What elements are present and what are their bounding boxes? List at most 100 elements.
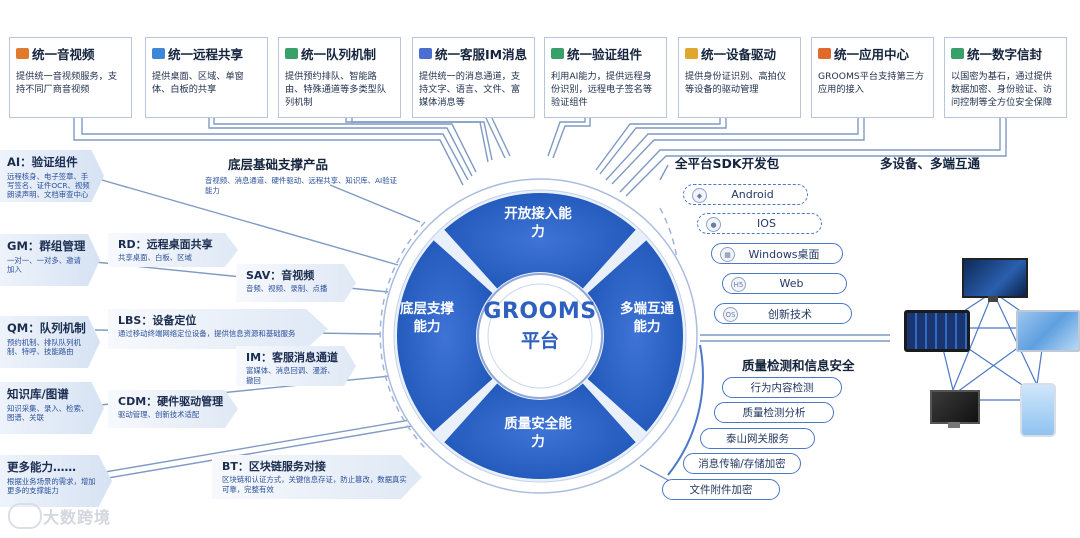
mid-capability-desc: 共享桌面、白板、区域 (118, 253, 192, 262)
mid-capability-title: BT：区块链服务对接 (222, 460, 326, 473)
top-card-title-row: 统一应用中心 (818, 44, 909, 63)
mid-capability-badge: IM：客服消息通道富媒体、消息回调、漫游、撤回 (236, 346, 356, 386)
left-capability-title: 更多能力…… (7, 460, 76, 474)
monitor-device (962, 258, 1028, 298)
top-card: 统一远程共享提供桌面、区域、单窗体、白板的共享 (145, 37, 268, 118)
mid-capability-desc: 富媒体、消息回调、漫游、撤回 (246, 366, 335, 385)
left-capability-desc: 根据业务场景的需求，增加更多的支撑能力 (7, 477, 96, 495)
top-card-desc: 提供预约排队、智能路由、特殊通道等多类型队列机制 (285, 71, 387, 108)
left-capability-badge: GM：群组管理一对一、一对多、邀请加入 (0, 234, 100, 286)
top-card-desc: 提供身份证识别、高拍仪等设备的驱动管理 (685, 71, 787, 95)
quality-title: 质量检测和信息安全 (742, 358, 855, 373)
screen-share-icon (152, 48, 165, 59)
quad-bottom-label: 质量安全能力 (504, 416, 572, 450)
sdk-pill-label: Windows桌面 (748, 247, 820, 261)
left-section-title: 底层基础支撑产品 (228, 157, 329, 172)
quad-top-label: 开放接入能力 (504, 206, 572, 240)
left-capability-title: AI：验证组件 (7, 155, 78, 169)
tablet-device (904, 310, 970, 352)
mid-capability-title: LBS：设备定位 (118, 314, 197, 327)
android-icon: ◆ (692, 188, 707, 203)
top-card-desc: 提供统一的消息通道，支持文字、语言、文件、富媒体消息等 (419, 71, 521, 108)
top-card-title: 统一应用中心 (834, 47, 910, 62)
left-capability-title: GM：群组管理 (7, 239, 86, 253)
mid-capability-badge: RD：远程桌面共享共享桌面、白板、区域 (108, 233, 238, 267)
sdk-pill: OS 创新技术 (714, 303, 852, 324)
sdk-title: 全平台SDK开发包 (675, 156, 780, 171)
top-card-title-row: 统一队列机制 (285, 44, 376, 63)
top-card-title: 统一队列机制 (301, 47, 377, 62)
mid-capability-title: CDM：硬件驱动管理 (118, 395, 224, 408)
left-capability-badge: 更多能力…… 根据业务场景的需求，增加更多的支撑能力 (0, 455, 112, 507)
video-icon (16, 48, 29, 59)
apple-icon: ● (706, 217, 721, 232)
sdk-pill: ◆ Android (683, 184, 808, 205)
top-card-desc: 提供桌面、区域、单窗体、白板的共享 (152, 71, 244, 95)
watermark-logo-icon (8, 503, 42, 529)
top-card-title-row: 统一音视频 (16, 44, 95, 63)
top-card-title-row: 统一远程共享 (152, 44, 243, 63)
top-card-desc: 以国密为基石，通过提供数据加密、身份验证、访问控制等全方位安全保障 (951, 71, 1053, 108)
mid-capability-badge: BT：区块链服务对接区块链和认证方式，关键信息存证，防止篡改，数据真实可靠，完整… (212, 455, 422, 499)
kiosk-device (930, 390, 980, 424)
sdk-pill-label: IOS (757, 217, 776, 230)
kiosk-stand (948, 422, 960, 428)
top-card-title-row: 统一验证组件 (551, 44, 642, 63)
left-capability-badge: 知识库/图谱知识采集、录入、检索、图谱、关联 (0, 382, 104, 434)
top-card-title: 统一数字信封 (967, 47, 1043, 62)
left-capability-title: QM：队列机制 (7, 321, 86, 335)
top-card: 统一队列机制提供预约排队、智能路由、特殊通道等多类型队列机制 (278, 37, 401, 118)
html5-icon: H5 (731, 277, 746, 292)
top-card-title-row: 统一数字信封 (951, 44, 1042, 63)
quad-right-segment (587, 240, 683, 432)
top-card-title: 统一验证组件 (567, 47, 643, 62)
quad-right-label: 多端互通能力 (620, 301, 674, 335)
envelope-icon (951, 48, 964, 59)
top-card-desc: GROOMS平台支持第三方应用的接入 (818, 71, 925, 95)
top-card-title: 统一设备驱动 (701, 47, 777, 62)
app-center-icon (818, 48, 831, 59)
quality-pill: 文件附件加密 (662, 479, 780, 500)
top-card-title: 统一远程共享 (168, 47, 244, 62)
sdk-pill-label: 创新技术 (768, 307, 812, 321)
top-card-desc: 利用AI能力，提供远程身份识别，远程电子签名等验证组件 (551, 71, 653, 108)
quad-bottom-segment (444, 383, 636, 479)
multi-device-title: 多设备、多端互通 (880, 156, 981, 171)
queue-icon (285, 48, 298, 59)
windows-icon: ▦ (720, 247, 735, 262)
mid-capability-desc: 通过移动终端网络定位设备，提供信息资源和基础服务 (118, 329, 296, 338)
left-capability-desc: 知识采集、录入、检索、图谱、关联 (7, 404, 89, 422)
top-card-title: 统一客服IM消息 (435, 47, 528, 62)
quad-left-segment (396, 240, 493, 432)
device-icon (685, 48, 698, 59)
grooms-center-diagram (382, 178, 698, 494)
sdk-pill: ▦ Windows桌面 (711, 243, 843, 264)
top-card: 统一客服IM消息提供统一的消息通道，支持文字、语言、文件、富媒体消息等 (412, 37, 535, 118)
left-capability-badge: AI：验证组件远程核身、电子签章、手写签名、证件OCR、视频朗读声明、文档审查中… (0, 150, 104, 202)
left-capability-title: 知识库/图谱 (7, 387, 69, 401)
quality-pill: 质量检测分析 (714, 402, 834, 423)
quality-pill: 泰山网关服务 (700, 428, 815, 449)
sdk-pill-label: Android (731, 188, 774, 201)
mid-capability-badge: CDM：硬件驱动管理驱动管理、创新技术适配 (108, 390, 238, 428)
mid-capability-title: IM：客服消息通道 (246, 351, 339, 364)
mid-capability-desc: 区块链和认证方式，关键信息存证，防止篡改，数据真实可靠，完整有效 (222, 475, 407, 494)
monitor-stand (988, 296, 998, 302)
top-card: 统一数字信封以国密为基石，通过提供数据加密、身份验证、访问控制等全方位安全保障 (944, 37, 1067, 118)
center-name: GROOMS (483, 299, 597, 324)
top-card: 统一音视频提供统一音视频服务，支持不同厂商音视频 (9, 37, 132, 118)
sdk-pill-label: Web (779, 277, 804, 290)
quad-left-label: 底层支撑能力 (400, 301, 454, 335)
chat-icon (419, 48, 432, 59)
os-icon: OS (723, 307, 738, 322)
top-card-title: 统一音视频 (32, 47, 95, 62)
top-card-desc: 提供统一音视频服务，支持不同厂商音视频 (16, 71, 118, 95)
mid-capability-desc: 驱动管理、创新技术适配 (118, 410, 200, 419)
quad-top-segment (444, 192, 636, 289)
mid-capability-badge: LBS：设备定位通过移动终端网络定位设备，提供信息资源和基础服务 (108, 309, 328, 349)
watermark-text: 大数跨境 (43, 508, 112, 527)
left-capability-badge: QM：队列机制预约机制、排队队列机制、特呼、技能路由 (0, 316, 100, 368)
mid-capability-title: RD：远程桌面共享 (118, 238, 213, 251)
mid-capability-desc: 音频、视频、录制、点播 (246, 284, 328, 293)
top-card: 统一验证组件利用AI能力，提供远程身份识别，远程电子签名等验证组件 (544, 37, 667, 118)
